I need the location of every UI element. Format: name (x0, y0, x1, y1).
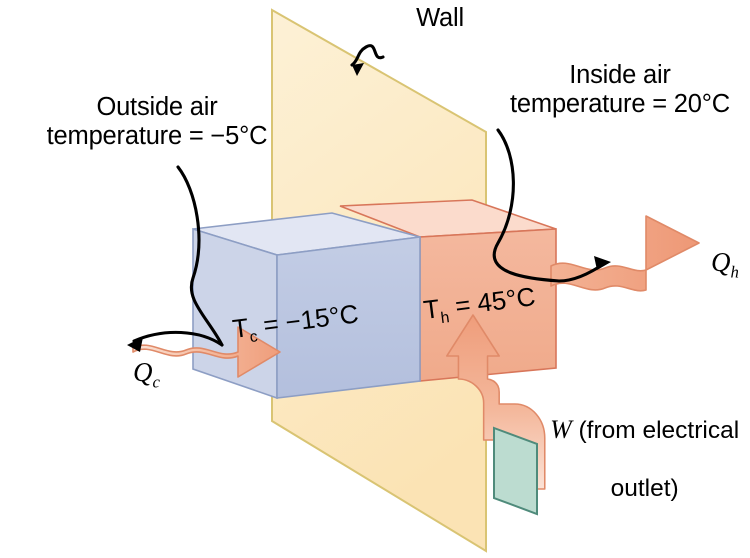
qc-pointer-line (132, 330, 224, 347)
qh-subscript: h (730, 262, 739, 282)
wall-pointer-line (350, 44, 385, 67)
work-source-text-2: outlet) (610, 474, 679, 502)
outside-air-pointer-line (176, 165, 224, 347)
tc-symbol: T (230, 312, 251, 344)
qc-arrow (132, 326, 281, 378)
electrical-outlet-plate (493, 426, 538, 516)
qh-label: Qh (684, 217, 739, 313)
pointer-leaders (132, 44, 561, 347)
work-source-text: (from electrical (571, 416, 740, 444)
inside-air-temperature-label: Inside air temperature = 20°C (510, 61, 730, 118)
qc-symbol: Q (133, 357, 153, 388)
wall-arrowhead (352, 63, 364, 76)
qc-subscript: c (152, 372, 160, 392)
qh-symbol: Q (711, 247, 731, 278)
inside-air-pointer-line (492, 128, 561, 283)
inside-air-pointer-tail (557, 261, 607, 283)
wall-label: Wall (416, 4, 464, 32)
work-input-label: W (from electrical outlet) (512, 386, 750, 533)
work-symbol: W (550, 414, 572, 444)
qc-arrowhead (127, 337, 143, 352)
qc-label: Qc (106, 327, 160, 423)
outside-air-temperature-label: Outside air temperature = −5°C (46, 93, 268, 150)
th-symbol: T (421, 293, 442, 325)
hot-box-half (339, 199, 557, 382)
